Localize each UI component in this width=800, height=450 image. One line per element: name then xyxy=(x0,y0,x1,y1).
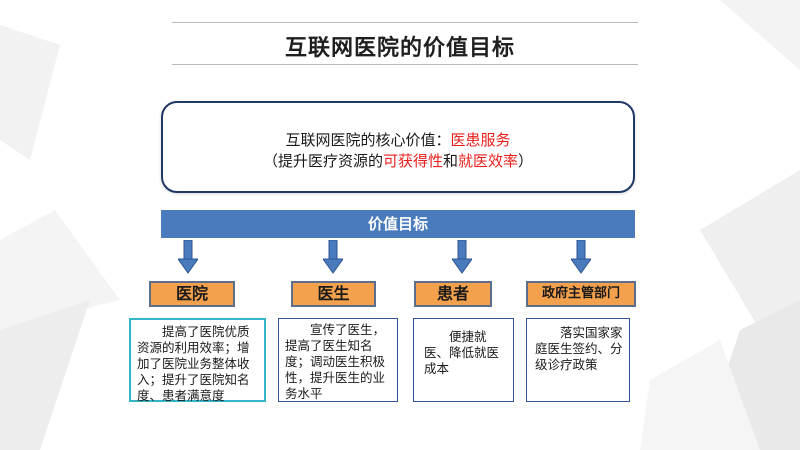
doctor-description-text: 宣传了医生，提高了医生知名度；调动医生积极性，提升医生的业务水平 xyxy=(285,322,386,401)
arrow-down-icon xyxy=(323,240,343,274)
category-doctor: 医生 xyxy=(291,281,376,307)
patient-description-text: 便捷就医、降低就医成本 xyxy=(424,329,500,376)
arrow-down-icon xyxy=(571,240,591,274)
arrow-down-icon xyxy=(178,240,198,274)
title-rule-top xyxy=(172,22,638,23)
core-value-and: 和 xyxy=(442,152,458,170)
core-value-line2-close: ） xyxy=(518,152,534,170)
government-description: 落实国家家庭医生签约、分级诊疗政策 xyxy=(526,318,630,402)
core-value-accessibility: 可获得性 xyxy=(382,152,443,170)
hospital-description-text: 提高了医院优质资源的利用效率；增加了医院业务整体收入；提升了医院知名度、患者满意… xyxy=(137,324,250,403)
core-value-prefix: 互联网医院的核心价值： xyxy=(285,131,451,149)
core-value-line-2: （提升医疗资源的可获得性和就医效率） xyxy=(163,151,633,172)
core-value-line2-open: （提升医疗资源的 xyxy=(262,152,383,170)
doctor-description: 宣传了医生，提高了医生知名度；调动医生积极性，提升医生的业务水平 xyxy=(278,318,398,402)
core-value-line-1: 互联网医院的核心价值：医患服务 xyxy=(163,130,633,151)
value-target-bar: 价值目标 xyxy=(161,210,635,238)
title-rule-bottom xyxy=(172,64,638,65)
arrow-down-icon xyxy=(452,240,472,274)
core-value-box: 互联网医院的核心价值：医患服务 （提升医疗资源的可获得性和就医效率） xyxy=(161,101,635,193)
category-patient: 患者 xyxy=(414,281,492,307)
hospital-description: 提高了医院优质资源的利用效率；增加了医院业务整体收入；提升了医院知名度、患者满意… xyxy=(129,318,266,403)
core-value-highlight: 医患服务 xyxy=(450,131,511,149)
patient-description: 便捷就医、降低就医成本 xyxy=(413,318,514,402)
category-government: 政府主管部门 xyxy=(526,281,636,307)
category-hospital: 医院 xyxy=(149,281,235,307)
page-title: 互联网医院的价值目标 xyxy=(284,36,515,61)
core-value-efficiency: 就医效率 xyxy=(458,152,519,170)
government-description-text: 落实国家家庭医生签约、分级诊疗政策 xyxy=(535,325,623,372)
